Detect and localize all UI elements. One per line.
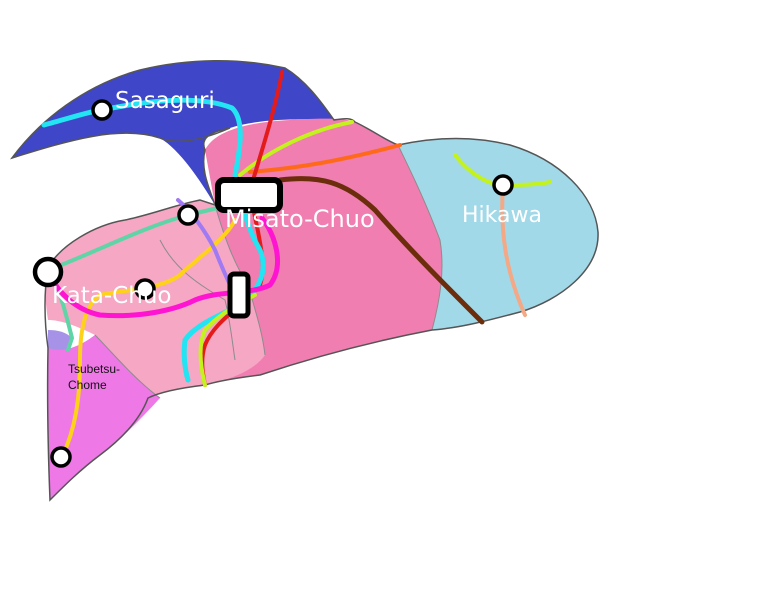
region-sasaguri (12, 60, 334, 205)
line-yellow (60, 218, 237, 459)
station-misato-chuo-icon[interactable] (215, 177, 283, 213)
station-labels: Sasaguri Misato-Chuo Hikawa Kata-Chuo Ts… (52, 88, 542, 392)
label-sasaguri: Sasaguri (115, 88, 215, 114)
station-north-misato-icon[interactable] (177, 204, 199, 226)
line-magenta (45, 215, 280, 319)
station-kata-west-icon[interactable] (32, 256, 64, 288)
region-lavender (48, 330, 72, 352)
border-tsubetsu (94, 334, 161, 399)
label-kata-chuo: Kata-Chuo (52, 283, 171, 309)
region-tsubetsu (47, 335, 160, 500)
station-tsubetsu-chome-icon[interactable] (50, 446, 72, 468)
label-tsubetsu-1: Tsubetsu- (68, 362, 120, 376)
line-lime-north (238, 120, 354, 177)
border-central-hikawa (397, 144, 443, 331)
line-salmon (500, 183, 527, 317)
station-hikawa-icon[interactable] (492, 174, 514, 196)
stations (32, 99, 514, 468)
station-kata-chuo-icon[interactable] (134, 278, 156, 300)
station-misato-south-icon[interactable] (227, 271, 251, 319)
region-hikawa (398, 138, 599, 330)
coastline (10, 59, 599, 502)
line-brown (277, 176, 485, 325)
label-hikawa: Hikawa (462, 203, 542, 228)
border-west-inner (159, 239, 236, 361)
label-tsubetsu-2: Chome (68, 378, 107, 392)
station-sasaguri-icon[interactable] (91, 99, 113, 121)
label-misato-chuo: Misato-Chuo (225, 205, 375, 233)
line-orange (248, 143, 402, 174)
